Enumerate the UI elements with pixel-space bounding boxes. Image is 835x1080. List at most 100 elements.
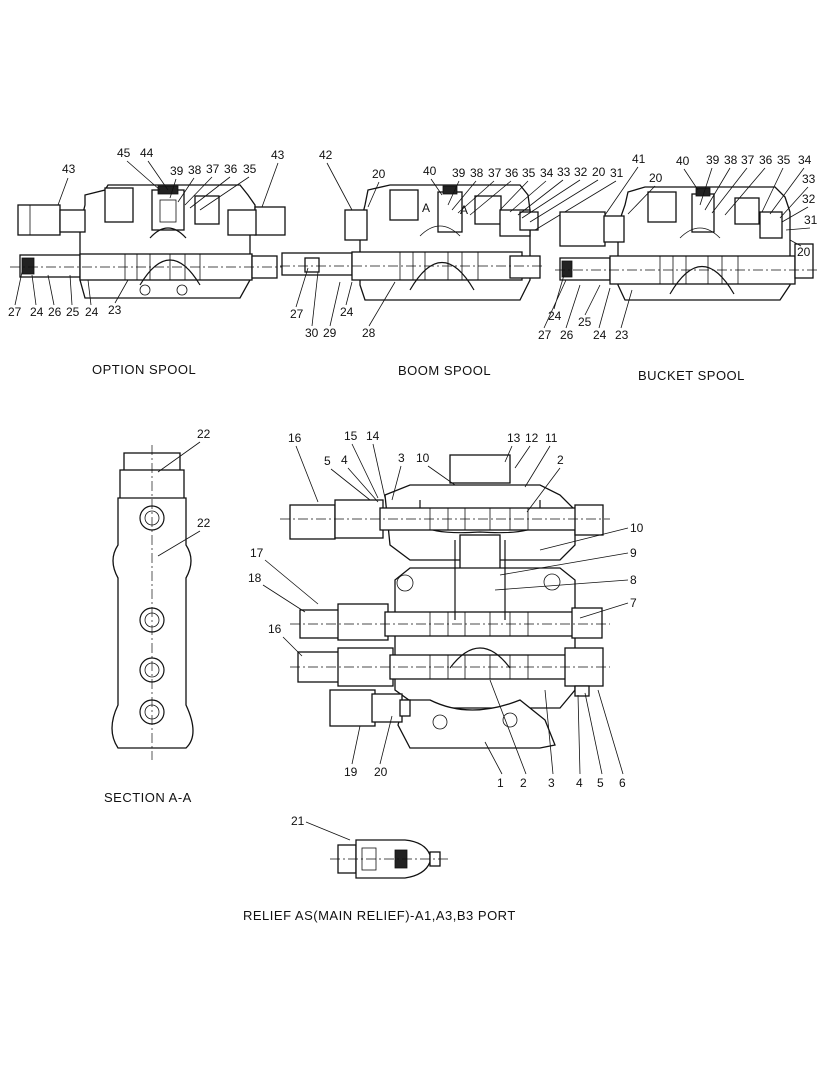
callout: 37 bbox=[741, 153, 755, 167]
callout: 14 bbox=[366, 429, 380, 443]
relief-callouts: 21 bbox=[291, 814, 351, 841]
callout: 15 bbox=[344, 429, 358, 443]
callout: 2 bbox=[557, 453, 564, 467]
caption-option-spool: OPTION SPOOL bbox=[92, 362, 197, 377]
callout: 2 bbox=[520, 776, 527, 790]
callout: 42 bbox=[319, 148, 333, 162]
callout: 24 bbox=[85, 305, 99, 319]
callout: 27 bbox=[290, 307, 304, 321]
boom-callouts: 42 20 40 39 38 37 36 35 34 33 32 20 31 2… bbox=[290, 148, 624, 340]
callout: 34 bbox=[540, 166, 554, 180]
callout: 23 bbox=[108, 303, 122, 317]
callout: 35 bbox=[243, 162, 257, 176]
callout: 45 bbox=[117, 146, 131, 160]
callout: 18 bbox=[248, 571, 262, 585]
callout: 26 bbox=[560, 328, 574, 342]
callout: 36 bbox=[224, 162, 238, 176]
callout: 36 bbox=[505, 166, 519, 180]
callout: 21 bbox=[291, 814, 305, 828]
callout: 35 bbox=[777, 153, 791, 167]
callout: 37 bbox=[488, 166, 502, 180]
callout: 8 bbox=[630, 573, 637, 587]
callout: 32 bbox=[802, 192, 816, 206]
callout: 17 bbox=[250, 546, 264, 560]
callout: 13 bbox=[507, 431, 521, 445]
callout: 3 bbox=[548, 776, 555, 790]
callout: 6 bbox=[619, 776, 626, 790]
callout: 33 bbox=[557, 165, 571, 179]
callout: 23 bbox=[615, 328, 629, 342]
main-valve-drawing bbox=[280, 454, 610, 749]
caption-boom-spool: BOOM SPOOL bbox=[398, 363, 492, 378]
callout: 26 bbox=[48, 305, 62, 319]
callout: 24 bbox=[593, 328, 607, 342]
callout: 35 bbox=[522, 166, 536, 180]
section-aa-drawing bbox=[111, 445, 194, 760]
callout: 41 bbox=[632, 152, 646, 166]
callout: 7 bbox=[630, 596, 637, 610]
section-callouts: 22 22 bbox=[157, 427, 211, 557]
relief-valve-drawing bbox=[330, 839, 448, 879]
caption-relief: RELIEF AS(MAIN RELIEF)-A1,A3,B3 PORT bbox=[243, 908, 516, 923]
callout: 40 bbox=[423, 164, 437, 178]
caption-section-aa: SECTION A-A bbox=[104, 790, 192, 805]
callout: 3 bbox=[398, 451, 405, 465]
callout: 4 bbox=[576, 776, 583, 790]
callout: 44 bbox=[140, 146, 154, 160]
callout: 20 bbox=[592, 165, 606, 179]
callout: 31 bbox=[804, 213, 818, 227]
callout: 43 bbox=[271, 148, 285, 162]
callout: 34 bbox=[798, 153, 812, 167]
callout: 39 bbox=[452, 166, 466, 180]
callout: 20 bbox=[372, 167, 386, 181]
callout: 5 bbox=[597, 776, 604, 790]
callout: 31 bbox=[610, 166, 624, 180]
callout: 39 bbox=[706, 153, 720, 167]
callout: 10 bbox=[416, 451, 430, 465]
option-spool-drawing bbox=[10, 184, 290, 299]
callout: 37 bbox=[206, 162, 220, 176]
callout: 9 bbox=[630, 546, 637, 560]
callout: 4 bbox=[341, 453, 348, 467]
callout: 36 bbox=[759, 153, 773, 167]
callout: 20 bbox=[374, 765, 388, 779]
callout: 33 bbox=[802, 172, 816, 186]
callout: 40 bbox=[676, 154, 690, 168]
callout: 5 bbox=[324, 454, 331, 468]
callout: 20 bbox=[649, 171, 663, 185]
callout: 38 bbox=[724, 153, 738, 167]
callout: 11 bbox=[545, 431, 558, 445]
callout: 22 bbox=[197, 516, 211, 530]
callout: 38 bbox=[470, 166, 484, 180]
callout: 27 bbox=[538, 328, 552, 342]
callout: 22 bbox=[197, 427, 211, 441]
boom-spool-drawing: A A bbox=[280, 184, 545, 301]
callout: 16 bbox=[288, 431, 302, 445]
callout: 24 bbox=[30, 305, 44, 319]
callout: 38 bbox=[188, 163, 202, 177]
callout: 12 bbox=[525, 431, 539, 445]
callout: 28 bbox=[362, 326, 376, 340]
callout: 19 bbox=[344, 765, 358, 779]
callout: 24 bbox=[340, 305, 354, 319]
option-callouts: 43 45 44 39 38 37 36 35 43 27 24 26 25 2… bbox=[8, 146, 285, 319]
callout: 24 bbox=[548, 309, 562, 323]
callout: 39 bbox=[170, 164, 184, 178]
callout: 30 bbox=[305, 326, 319, 340]
callout: 1 bbox=[497, 776, 504, 790]
callout: 43 bbox=[62, 162, 76, 176]
bucket-callouts: 41 20 40 39 38 37 36 35 34 33 32 31 20 2… bbox=[538, 152, 818, 342]
callout: 20 bbox=[797, 245, 811, 259]
callout: 32 bbox=[574, 165, 588, 179]
bucket-spool-drawing bbox=[555, 186, 820, 301]
callout: 29 bbox=[323, 326, 337, 340]
section-mark: A bbox=[422, 201, 430, 215]
callout: 10 bbox=[630, 521, 644, 535]
main-callouts: 16 15 14 5 4 3 10 13 12 11 2 10 9 8 7 17… bbox=[248, 429, 644, 790]
callout: 27 bbox=[8, 305, 22, 319]
callout: 16 bbox=[268, 622, 282, 636]
section-mark: A bbox=[460, 203, 468, 217]
callout: 25 bbox=[578, 315, 592, 329]
callout: 25 bbox=[66, 305, 80, 319]
